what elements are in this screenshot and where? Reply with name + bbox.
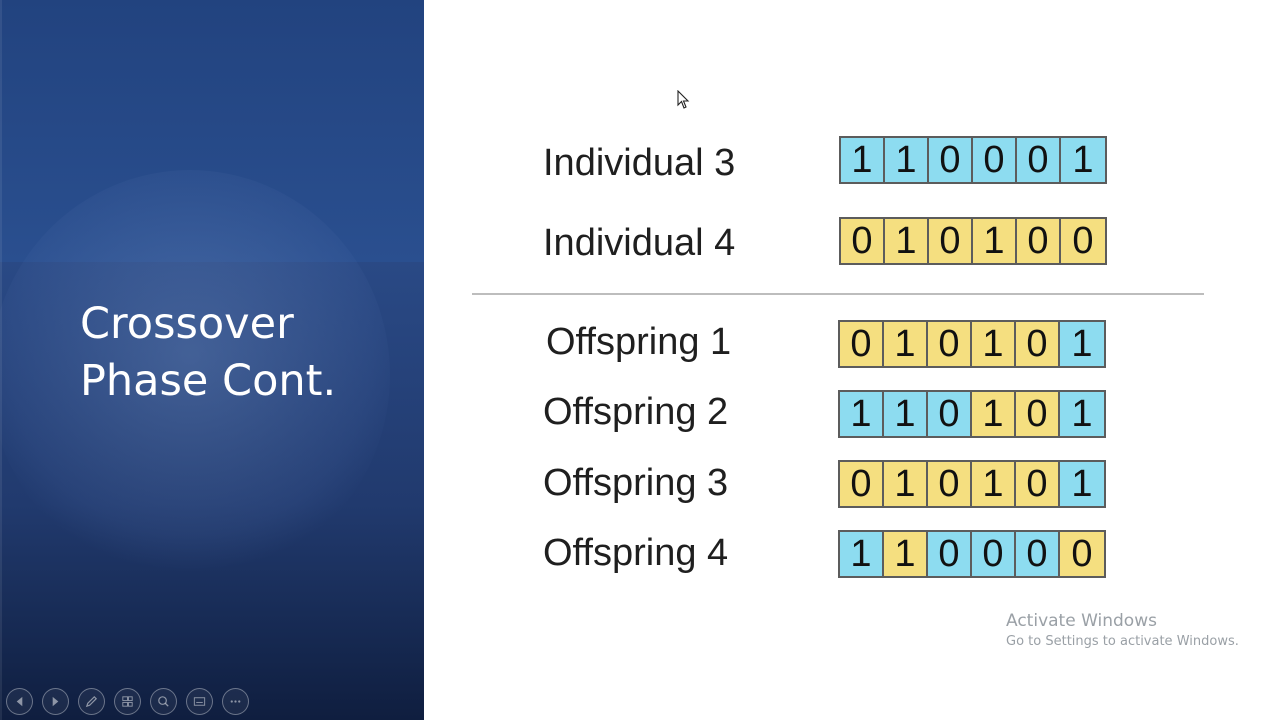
slides-icon (122, 696, 133, 707)
gene-cell: 1 (1060, 462, 1104, 506)
row-label-offspring-4: Offspring 4 (543, 532, 729, 574)
gene-cell: 0 (1061, 219, 1105, 263)
pen-button[interactable] (78, 688, 105, 715)
gene-cell: 0 (929, 219, 973, 263)
gene-cell: 1 (972, 462, 1016, 506)
watermark-title: Activate Windows (1006, 611, 1157, 631)
gene-cell: 1 (972, 392, 1016, 436)
slide-title-line-2: Phase Cont. (80, 356, 337, 406)
activate-windows-watermark: Activate Windows Go to Settings to activ… (1006, 611, 1239, 649)
gene-cell: 0 (841, 219, 885, 263)
gene-cell: 1 (841, 138, 885, 182)
subtitles-button[interactable] (186, 688, 213, 715)
next-slide-button[interactable] (42, 688, 69, 715)
divider-line (472, 293, 1204, 295)
see-all-slides-button[interactable] (114, 688, 141, 715)
gene-cell: 1 (884, 392, 928, 436)
gene-cell: 0 (1016, 462, 1060, 506)
row-label-offspring-1: Offspring 1 (546, 321, 732, 363)
gene-cell: 0 (1016, 392, 1060, 436)
gene-cell: 1 (884, 462, 928, 506)
gene-cell: 0 (840, 462, 884, 506)
previous-icon (16, 696, 23, 707)
gene-cell: 1 (1060, 392, 1104, 436)
slide-title-line-1: Crossover (80, 299, 294, 349)
row-label-individual-3: Individual 3 (543, 142, 736, 184)
pen-icon (85, 695, 98, 708)
gene-cell: 0 (928, 322, 972, 366)
gene-cell: 0 (928, 532, 972, 576)
zoom-icon (158, 696, 169, 707)
gene-cell: 0 (1017, 219, 1061, 263)
gene-cell: 1 (885, 219, 929, 263)
gene-cell: 1 (1061, 138, 1105, 182)
gene-cell: 1 (973, 219, 1017, 263)
title-panel: Crossover Phase Cont. (0, 0, 424, 720)
gene-cell: 0 (928, 462, 972, 506)
mouse-cursor-icon (677, 90, 690, 109)
more-icon (230, 700, 241, 703)
gene-cell: 1 (884, 322, 928, 366)
gene-cell: 0 (1016, 322, 1060, 366)
panel-circle-decoration (0, 170, 390, 580)
row-label-individual-4: Individual 4 (543, 222, 736, 264)
slide-title: Crossover Phase Cont. (80, 296, 400, 410)
gene-cell: 1 (972, 322, 1016, 366)
subtitle-icon (193, 697, 206, 706)
gene-cell: 1 (840, 532, 884, 576)
gene-cell: 1 (884, 532, 928, 576)
zoom-button[interactable] (150, 688, 177, 715)
gene-cell: 1 (885, 138, 929, 182)
more-options-button[interactable] (222, 688, 249, 715)
watermark-subtitle: Go to Settings to activate Windows. (1006, 634, 1239, 649)
panel-band (0, 0, 424, 262)
next-icon (52, 696, 59, 707)
presenter-toolbar (6, 688, 249, 716)
gene-cell: 0 (972, 532, 1016, 576)
gene-cell: 0 (1060, 532, 1104, 576)
row-label-offspring-3: Offspring 3 (543, 462, 729, 504)
previous-slide-button[interactable] (6, 688, 33, 715)
gene-cell: 0 (840, 322, 884, 366)
gene-cell: 0 (1016, 532, 1060, 576)
gene-cell: 0 (1017, 138, 1061, 182)
row-label-offspring-2: Offspring 2 (543, 391, 729, 433)
gene-cell: 0 (929, 138, 973, 182)
panel-edge (0, 0, 2, 720)
gene-cell: 0 (973, 138, 1017, 182)
gene-cell: 1 (1060, 322, 1104, 366)
gene-cell: 1 (840, 392, 884, 436)
gene-cell: 0 (928, 392, 972, 436)
